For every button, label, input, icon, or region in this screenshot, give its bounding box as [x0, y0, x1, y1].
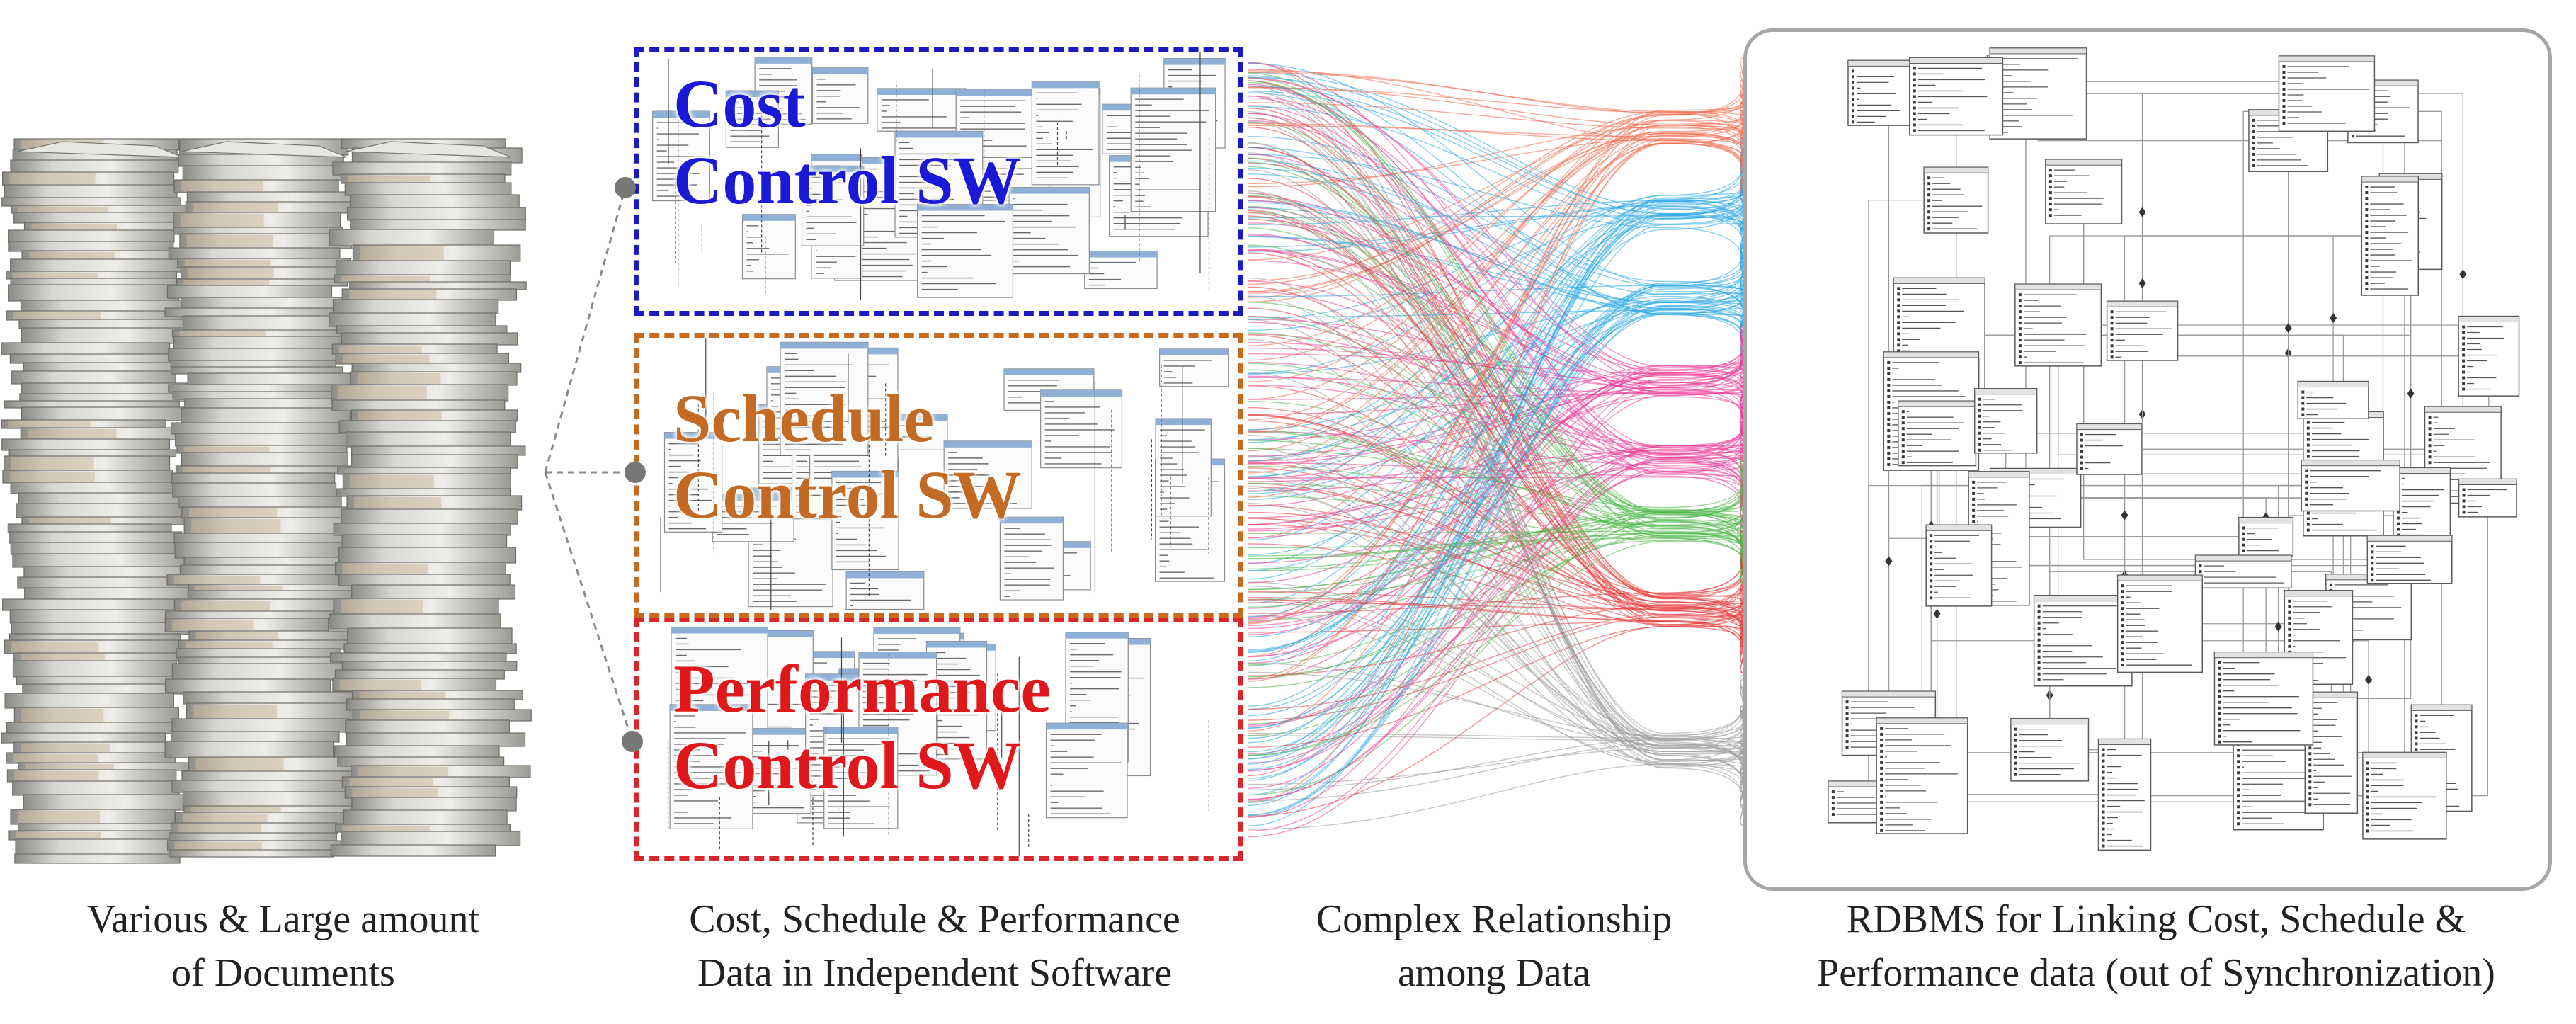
performance-er-diagram	[668, 626, 1209, 856]
performance-control-sw-box: Performance Control SW	[634, 618, 1243, 861]
performance-sw-label: Performance Control SW	[673, 651, 1051, 804]
document-stack-icon	[329, 138, 532, 857]
connector-dot-icon	[615, 177, 636, 198]
cost-er-diagram	[652, 52, 1226, 300]
documents-caption: Various & Large amount of Documents	[28, 892, 538, 1000]
rdbms-panel	[1743, 28, 2552, 891]
relationship-caption-line2: among Data	[1397, 951, 1591, 995]
cost-control-sw-box: Cost Control SW	[634, 47, 1243, 316]
schedule-control-sw-box: Schedule Control SW	[634, 333, 1243, 618]
connector-dot-icon	[622, 731, 643, 752]
software-caption-line1: Cost, Schedule & Performance	[689, 897, 1180, 941]
schedule-label-line1: Schedule	[673, 380, 935, 456]
complex-relationship-lines	[1247, 57, 1744, 838]
performance-label-line2: Control SW	[673, 727, 1022, 803]
schedule-er-diagram	[660, 338, 1229, 610]
document-stack-icon	[1, 138, 203, 864]
cost-label-line2: Control SW	[673, 142, 1022, 218]
cost-sw-label: Cost Control SW	[673, 66, 1022, 219]
performance-label-line1: Performance	[673, 651, 1052, 727]
document-stack-icon	[164, 138, 365, 858]
cost-label-line1: Cost	[673, 66, 806, 142]
rdbms-caption-line1: RDBMS for Linking Cost, Schedule &	[1846, 897, 2466, 941]
rdbms-caption-line2: Performance data (out of Synchronization…	[1817, 951, 2495, 995]
bracket-lines	[544, 187, 635, 742]
documents-caption-line2: of Documents	[171, 951, 395, 995]
software-caption-line2: Data in Independent Software	[697, 951, 1173, 995]
schedule-label-line2: Control SW	[673, 457, 1022, 533]
schedule-sw-label: Schedule Control SW	[673, 380, 1022, 533]
documents-caption-line1: Various & Large amount	[86, 897, 480, 941]
relationship-caption-line1: Complex Relationship	[1316, 897, 1672, 941]
software-caption: Cost, Schedule & Performance Data in Ind…	[623, 892, 1246, 1000]
connector-dot-icon	[625, 462, 646, 483]
rdbms-caption: RDBMS for Linking Cost, Schedule & Perfo…	[1749, 892, 2563, 1000]
document-stacks	[1, 138, 532, 864]
relationship-caption: Complex Relationship among Data	[1275, 892, 1714, 1000]
rdbms-er-diagram	[1828, 47, 2520, 851]
